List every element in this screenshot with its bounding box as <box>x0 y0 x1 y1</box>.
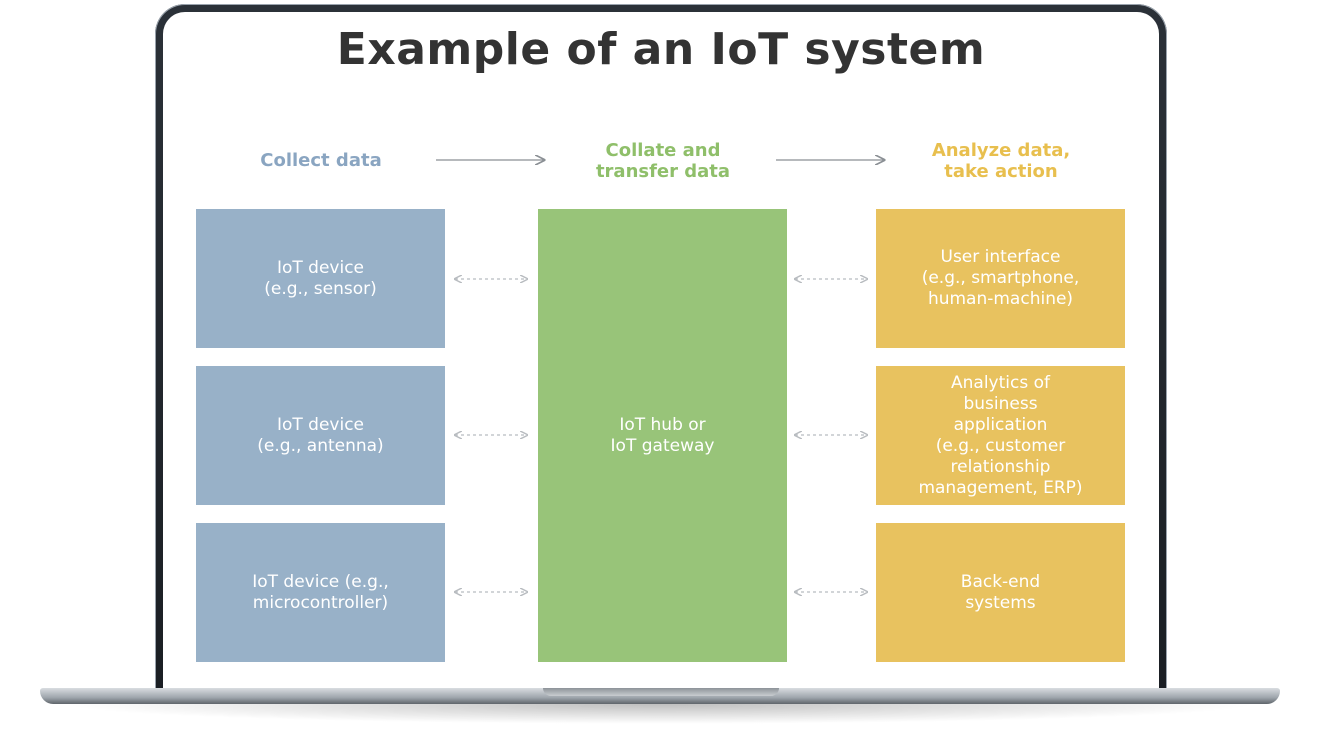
heading-analyze-act: Analyze data, take action <box>876 140 1126 182</box>
box-line: IoT gateway <box>610 435 715 456</box>
iot-device-sensor-box: IoT device (e.g., sensor) <box>196 209 445 348</box>
heading-collate-line-2: transfer data <box>595 161 731 182</box>
iot-hub-gateway-box: IoT hub or IoT gateway <box>538 209 787 662</box>
box-line: business <box>963 393 1038 414</box>
analytics-business-application-box: Analytics of business application (e.g.,… <box>876 366 1125 505</box>
diagram-title: Example of an IoT system <box>336 24 986 75</box>
heading-collate-line-1: Collate and <box>605 140 721 161</box>
box-line: (e.g., antenna) <box>257 435 384 456</box>
heading-analyze-line-1: Analyze data, <box>931 140 1071 161</box>
box-line: Analytics of <box>951 372 1050 393</box>
box-line: management, ERP) <box>918 477 1083 498</box>
heading-analyze-line-2: take action <box>944 161 1058 182</box>
box-line: User interface <box>940 247 1061 267</box>
box-line: IoT device (e.g., <box>252 571 389 592</box>
iot-device-microcontroller-box: IoT device (e.g., microcontroller) <box>196 523 445 662</box>
box-line: microcontroller) <box>252 592 389 613</box>
box-line: IoT device <box>276 257 365 278</box>
back-end-systems-box: Back-end systems <box>876 523 1125 662</box>
heading-collect-data: Collect data <box>260 150 382 171</box>
box-line: relationship <box>950 456 1051 477</box>
laptop-screen: Example of an IoT system Collect data Co… <box>163 12 1159 690</box>
box-line: Back-end <box>960 571 1041 592</box>
laptop-shadow <box>60 704 1260 724</box>
box-line: systems <box>965 592 1036 613</box>
laptop-base-notch <box>543 688 779 696</box>
heading-collate-transfer: Collate and transfer data <box>538 140 788 182</box>
box-line: application <box>953 414 1048 435</box>
flow-arrows <box>436 12 1159 690</box>
box-line: IoT hub or <box>619 414 706 435</box>
box-line: (e.g., customer <box>935 435 1066 456</box>
iot-device-antenna-box: IoT device (e.g., antenna) <box>196 366 445 505</box>
box-line: (e.g., smartphone, <box>921 268 1080 288</box>
box-line: (e.g., sensor) <box>264 278 377 299</box>
laptop-base <box>40 688 1280 704</box>
box-line: human-machine) <box>927 289 1074 309</box>
user-interface-box: User interface (e.g., smartphone, human-… <box>876 209 1125 348</box>
box-line: IoT device <box>276 414 365 435</box>
